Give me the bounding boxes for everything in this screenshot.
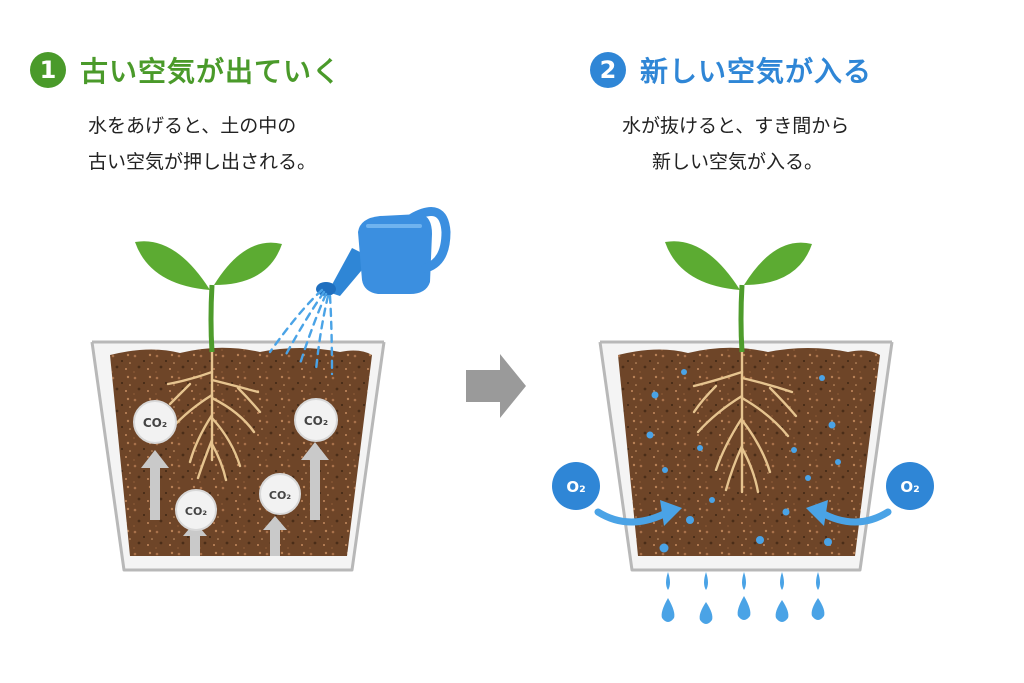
- water-drop-icon: [661, 572, 825, 624]
- step1-number-badge: 1: [30, 52, 66, 88]
- step1-desc-line-2: 古い空気が押し出される。: [88, 151, 317, 173]
- co2-label-4: CO₂: [269, 489, 291, 502]
- co2-bubble: CO₂: [175, 489, 217, 531]
- water-stream-icon: [268, 288, 334, 376]
- step2-title: 新しい空気が入る: [640, 55, 873, 88]
- co2-label-2: CO₂: [304, 414, 328, 428]
- step1-heading: 1 古い空気が出ていく: [30, 48, 341, 92]
- roots-left-icon: [166, 350, 262, 482]
- step1-title: 古い空気が出ていく: [80, 55, 342, 88]
- pot-left: [90, 340, 386, 572]
- co2-label-1: CO₂: [143, 416, 167, 430]
- step2-desc-line-1: 水が抜けると、すき間から: [622, 115, 850, 137]
- co2-bubble: CO₂: [259, 473, 301, 515]
- o2-label-2: O₂: [900, 478, 919, 496]
- rising-gas-arrows: [141, 442, 329, 556]
- step2-description: 水が抜けると、すき間から 新しい空気が入る。: [622, 108, 849, 180]
- inflow-arrow-right-head: [806, 500, 828, 526]
- step2-number-badge: 2: [590, 52, 626, 88]
- arrow-right-icon: [466, 354, 526, 418]
- o2-label-1: O₂: [566, 478, 585, 496]
- step1-description: 水をあげると、土の中の 古い空気が押し出される。: [88, 108, 316, 180]
- co2-bubble: CO₂: [294, 398, 338, 442]
- o2-bubble: O₂: [886, 462, 934, 510]
- inflow-arrow-left: [594, 508, 672, 526]
- co2-bubble: CO₂: [133, 400, 177, 444]
- step1-desc-line-1: 水をあげると、土の中の: [88, 115, 297, 137]
- step2-desc-line-2: 新しい空気が入る。: [652, 151, 824, 173]
- co2-label-3: CO₂: [185, 505, 207, 518]
- o2-bubble: O₂: [552, 462, 600, 510]
- inflow-arrow-left-head: [660, 500, 682, 526]
- watering-can-icon: [316, 207, 451, 296]
- step2-heading: 2 新しい空気が入る: [590, 48, 872, 92]
- roots-right-icon: [692, 350, 798, 494]
- inflow-arrow-right: [816, 508, 892, 526]
- sprout-right-icon: [665, 241, 812, 353]
- soil-water-droplets: [646, 369, 841, 553]
- sprout-left-icon: [135, 241, 282, 353]
